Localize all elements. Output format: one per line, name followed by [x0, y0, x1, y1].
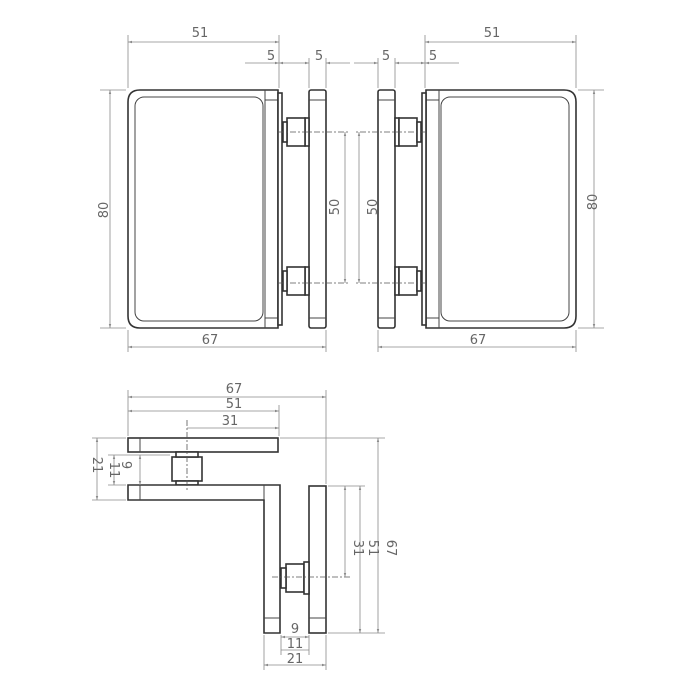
dim-label: 9	[118, 461, 133, 469]
dim-label: 51	[226, 397, 243, 412]
dim-label: 31	[222, 414, 239, 429]
dim-label: 21	[287, 652, 304, 667]
dim-label: 11	[287, 637, 304, 652]
top-view	[92, 390, 385, 670]
dim-label: 67	[383, 540, 398, 557]
dim-label: 21	[89, 457, 104, 474]
dim-label: 67	[202, 333, 219, 348]
dim-label: 80	[97, 202, 112, 219]
dim-label: 67	[226, 382, 243, 397]
dim-label: 50	[328, 199, 343, 216]
dim-label: 50	[366, 199, 381, 216]
dim-label: 51	[192, 26, 209, 41]
dim-label: 11	[106, 462, 121, 479]
dim-label: 31	[350, 540, 365, 557]
dim-label: 5	[315, 49, 323, 64]
dim-label: 51	[484, 26, 501, 41]
dim-label: 5	[429, 49, 437, 64]
dim-label: 5	[267, 49, 275, 64]
dim-label: 51	[365, 540, 380, 557]
front-view-left	[100, 35, 350, 352]
dim-label: 67	[470, 333, 487, 348]
dim-label: 80	[586, 194, 601, 211]
dim-label: 5	[382, 49, 390, 64]
front-view-right	[354, 35, 604, 352]
dim-label: 9	[291, 622, 299, 637]
